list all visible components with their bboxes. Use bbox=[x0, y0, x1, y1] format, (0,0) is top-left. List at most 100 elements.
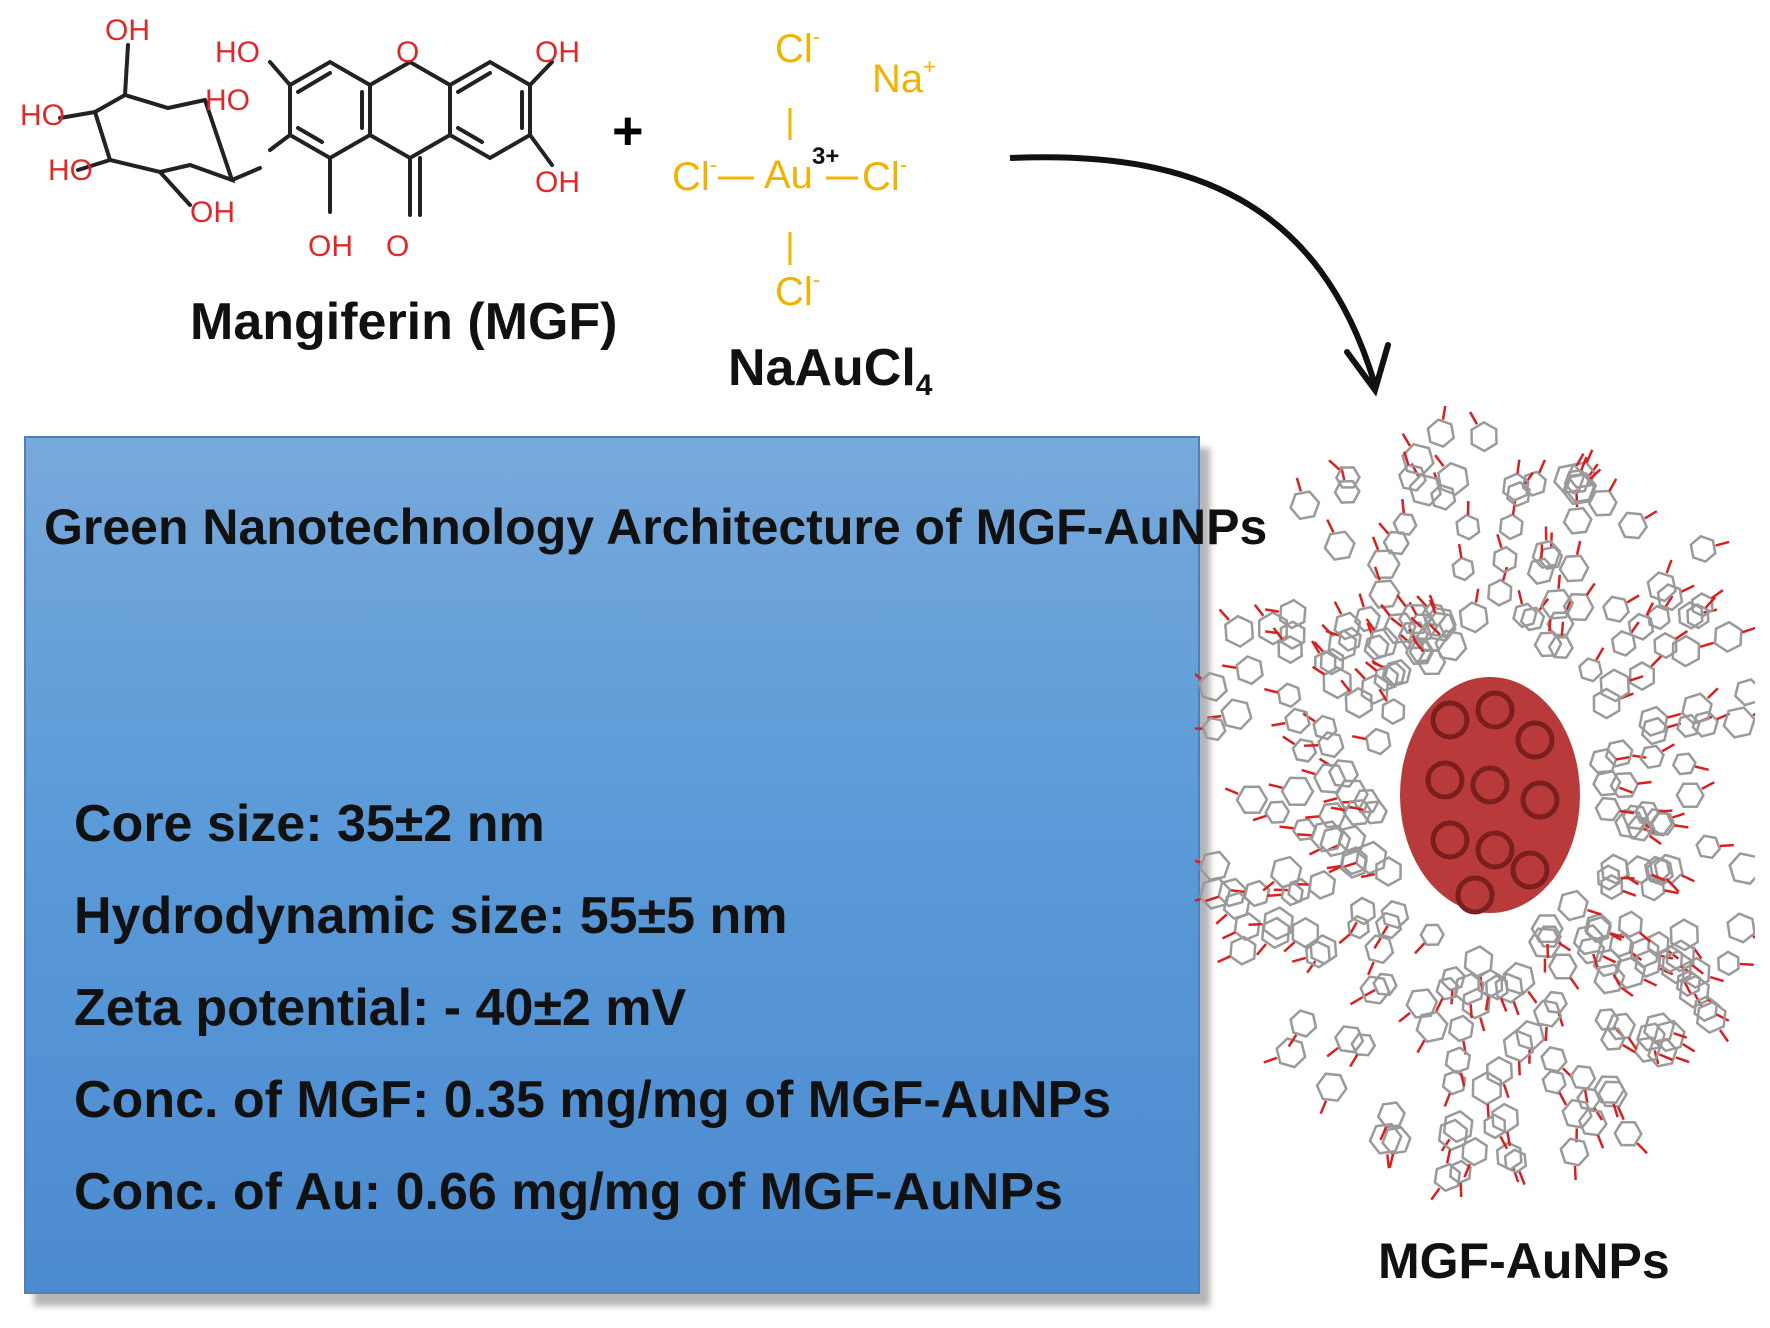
shell-oxygen-bond bbox=[1272, 627, 1284, 640]
shell-oxygen-bond bbox=[1592, 953, 1599, 968]
shell-ring bbox=[1561, 1098, 1593, 1129]
cl-right: Cl- bbox=[862, 152, 907, 199]
shell-oxygen-bond bbox=[1306, 960, 1317, 974]
shell-ring bbox=[1638, 705, 1669, 738]
shell-ring bbox=[1695, 834, 1722, 860]
shell-oxygen-bond bbox=[1587, 908, 1602, 916]
shell-ring bbox=[1235, 785, 1269, 815]
shell-oxygen-bond bbox=[1360, 872, 1376, 879]
shell-ring bbox=[1435, 976, 1460, 1001]
shell-oxygen-bond bbox=[1560, 621, 1565, 636]
shell-ring bbox=[1392, 512, 1418, 536]
shell-oxygen-bond bbox=[1622, 889, 1637, 897]
mgf-atom-ho-2: HO bbox=[48, 154, 93, 187]
shell-oxygen-bond bbox=[1305, 815, 1320, 819]
shell-ring bbox=[1334, 466, 1361, 489]
shell-oxygen-bond bbox=[1632, 754, 1647, 759]
shell-ring bbox=[1621, 804, 1650, 831]
shell-ring bbox=[1645, 857, 1674, 887]
shell-oxygen-bond bbox=[1612, 1103, 1619, 1118]
shell-oxygen-bond bbox=[1401, 433, 1411, 447]
shell-oxygen-bond bbox=[1396, 594, 1407, 608]
shell-ring bbox=[1458, 601, 1489, 634]
shell-ring bbox=[1312, 714, 1338, 741]
shell-oxygen-bond bbox=[1557, 574, 1562, 589]
shell-ring bbox=[1572, 924, 1605, 956]
shell-oxygen-bond bbox=[1538, 597, 1550, 611]
shell-ring bbox=[1426, 418, 1456, 449]
shell-oxygen-bond bbox=[1524, 471, 1534, 485]
mgf-shell bbox=[1195, 405, 1755, 1201]
info-box: Green Nanotechnology Architecture of MGF… bbox=[24, 436, 1267, 1294]
shell-oxygen-bond bbox=[1637, 780, 1652, 785]
mgf-atom-oh-1: OH bbox=[105, 14, 150, 47]
shell-oxygen-bond bbox=[1627, 1037, 1638, 1051]
shell-oxygen-bond bbox=[1691, 964, 1705, 975]
shell-oxygen-bond bbox=[1585, 582, 1596, 596]
shell-oxygen-bond bbox=[1645, 602, 1655, 616]
shell-ring bbox=[1276, 682, 1302, 709]
shell-oxygen-bond bbox=[1658, 809, 1673, 814]
shell-ring bbox=[1284, 707, 1311, 735]
shell-oxygen-bond bbox=[1365, 618, 1376, 632]
shell-ring bbox=[1592, 948, 1623, 978]
shell-oxygen-bond bbox=[1263, 1056, 1278, 1064]
shell-ring bbox=[1596, 864, 1621, 891]
shell-oxygen-bond bbox=[1326, 519, 1335, 533]
shell-oxygen-bond bbox=[1682, 1043, 1696, 1053]
shell-ring bbox=[1649, 811, 1676, 836]
shell-oxygen-bond bbox=[1379, 1126, 1388, 1141]
shell-ring bbox=[1289, 490, 1321, 521]
shell-oxygen-bond bbox=[1328, 459, 1341, 471]
core-atom-cluster bbox=[1515, 720, 1555, 760]
shell-oxygen-bond bbox=[1429, 623, 1441, 636]
shell-oxygen-bond bbox=[1538, 459, 1547, 474]
shell-oxygen-bond bbox=[1517, 1061, 1521, 1076]
shell-ring bbox=[1359, 975, 1391, 1005]
shell-ring bbox=[1495, 1141, 1523, 1171]
shell-oxygen-bond bbox=[1267, 893, 1282, 898]
shell-oxygen-bond bbox=[1589, 468, 1602, 480]
naaucl4-structure: Cl- Na+ Cl- Au Cl- Cl- 3+ bbox=[672, 24, 936, 314]
shell-oxygen-bond bbox=[1622, 1043, 1636, 1054]
shell-ring bbox=[1437, 1118, 1469, 1152]
shell-oxygen-bond bbox=[1349, 1054, 1359, 1068]
shell-ring bbox=[1319, 825, 1352, 858]
shell-oxygen-bond bbox=[1326, 1046, 1339, 1058]
shell-ring bbox=[1647, 930, 1670, 957]
shell-ring bbox=[1585, 915, 1613, 944]
info-box-title: Green Nanotechnology Architecture of MGF… bbox=[44, 499, 1268, 555]
shell-ring bbox=[1646, 604, 1671, 631]
property-list: Core size: 35±2 nm Hydrodynamic size: 55… bbox=[74, 778, 1111, 1238]
shell-ring bbox=[1600, 853, 1630, 885]
shell-oxygen-bond bbox=[1484, 996, 1490, 1011]
shell-oxygen-bond bbox=[1463, 1163, 1471, 1178]
shell-oxygen-bond bbox=[1673, 1032, 1688, 1039]
shell-ring bbox=[1201, 716, 1227, 742]
shell-oxygen-bond bbox=[1629, 621, 1640, 635]
shell-oxygen-bond bbox=[1512, 1001, 1520, 1016]
core-atom-cluster bbox=[1520, 780, 1560, 820]
shell-oxygen-bond bbox=[1435, 997, 1444, 1012]
shell-ring bbox=[1471, 1070, 1503, 1106]
shell-ring bbox=[1322, 665, 1352, 700]
shell-oxygen-bond bbox=[1585, 449, 1594, 464]
shell-oxygen-bond bbox=[1340, 679, 1351, 693]
shell-oxygen-bond bbox=[1354, 667, 1366, 680]
shell-ring bbox=[1415, 1010, 1449, 1043]
shell-oxygen-bond bbox=[1195, 859, 1201, 864]
shell-oxygen-bond bbox=[1373, 566, 1381, 581]
shell-oxygen-bond bbox=[1506, 1131, 1512, 1147]
cl-top: Cl- bbox=[775, 24, 820, 71]
shell-ring bbox=[1461, 1136, 1488, 1167]
shell-ring bbox=[1278, 598, 1307, 630]
shell-ring bbox=[1408, 473, 1442, 507]
shell-ring bbox=[1289, 1009, 1318, 1038]
shell-ring bbox=[1717, 950, 1740, 977]
shell-oxygen-bond bbox=[1304, 743, 1319, 747]
shell-oxygen-bond bbox=[1380, 603, 1391, 617]
shell-ring bbox=[1536, 925, 1563, 948]
shell-ring bbox=[1455, 513, 1481, 541]
shell-ring bbox=[1541, 1069, 1567, 1095]
shell-oxygen-bond bbox=[1670, 812, 1685, 820]
